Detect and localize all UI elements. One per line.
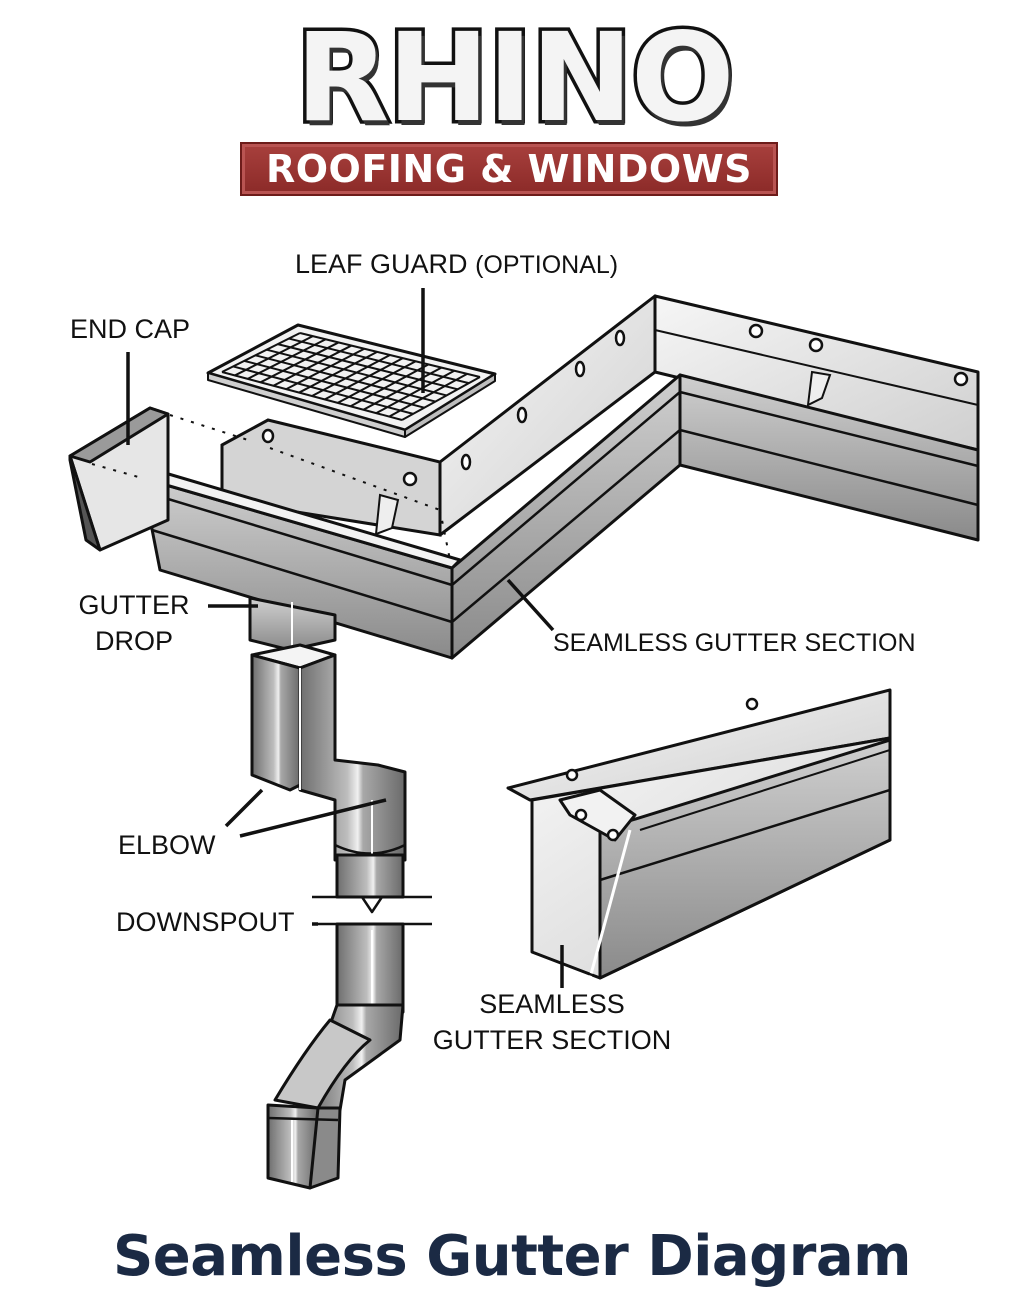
- leaf-guard-mesh-line: [324, 357, 404, 401]
- leaf-guard-mesh-line: [337, 360, 417, 404]
- leaf-guard-mesh-line: [232, 365, 414, 415]
- leaf-guard-mesh-line: [285, 347, 365, 391]
- leaf-guard-mesh-line: [266, 348, 447, 397]
- label-end-cap: END CAP: [70, 314, 191, 344]
- leaf-guard-mesh-line: [221, 332, 301, 373]
- leaf-guard-mesh-line: [401, 376, 481, 421]
- leaf-guard-mesh-line: [247, 338, 327, 380]
- detail-fastener-holes: [565, 697, 759, 842]
- logo-tagline-banner: ROOFING & WINDOWS: [240, 142, 778, 196]
- leaf-guard-mesh-line: [388, 372, 468, 418]
- leaf-guard: [206, 323, 497, 438]
- gutter-drop: [248, 596, 337, 652]
- downspout-middle: [312, 853, 432, 1014]
- leaf-guard-mesh-line: [277, 343, 458, 391]
- label-leaf-guard-optional: (OPTIONAL): [475, 251, 619, 279]
- gutter-profile-detail: [506, 688, 892, 980]
- leaf-guard-mesh-line: [260, 341, 340, 384]
- leader-seamless-gutter-section: [506, 578, 555, 632]
- leader-elbow-b: [239, 798, 387, 838]
- label-leaf-guard-text: LEAF GUARD: [295, 249, 468, 279]
- hanger-strap: [806, 370, 832, 407]
- assembly-guide-lines: [91, 414, 451, 561]
- downspout-upper: [250, 643, 407, 895]
- leaf-guard-mesh-line: [234, 335, 314, 377]
- leaf-guard-mesh-line: [311, 354, 391, 397]
- leaf-guard-mesh-line: [244, 359, 425, 409]
- end-cap: [68, 406, 170, 552]
- label-seamless-gutter-section-detail: SEAMLESS GUTTER SECTION: [412, 988, 692, 1057]
- label-detail-line2: GUTTER SECTION: [432, 1025, 672, 1056]
- fastener-holes: [261, 323, 969, 487]
- leaf-guard-mesh-line: [221, 371, 403, 421]
- label-downspout: DOWNSPOUT: [116, 907, 295, 937]
- label-leaf-guard: LEAF GUARD (OPTIONAL): [295, 248, 618, 280]
- leaf-guard-mesh-line: [298, 350, 378, 394]
- leaf-guard-mesh-line: [288, 337, 470, 385]
- label-seamless-gutter-section: SEAMLESS GUTTER SECTION: [553, 629, 916, 657]
- gutter-front-face: [140, 373, 980, 660]
- leaf-guard-mesh-line: [272, 344, 352, 387]
- label-elbow: ELBOW: [118, 830, 216, 860]
- leaf-guard-mesh-line: [350, 363, 430, 408]
- label-gutter-drop-line1: GUTTER: [78, 590, 190, 620]
- leaf-guard-mesh-line: [375, 369, 455, 415]
- hanger-strap: [374, 493, 400, 536]
- label-detail-line1: SEAMLESS: [479, 989, 625, 1019]
- leaf-guard-mesh-line: [299, 332, 481, 378]
- logo-wordmark: RHINO: [292, 7, 738, 149]
- diagram-title: Seamless Gutter Diagram: [112, 1224, 912, 1289]
- label-leader-lines: [126, 288, 564, 988]
- label-gutter-drop: GUTTER DROP: [64, 589, 204, 658]
- leader-elbow-a: [224, 788, 264, 828]
- leaf-guard-mesh-line: [362, 366, 442, 411]
- leaf-guard-mesh-line: [255, 354, 436, 403]
- downspout-lower: [266, 1003, 405, 1190]
- label-gutter-drop-line2: DROP: [94, 626, 173, 657]
